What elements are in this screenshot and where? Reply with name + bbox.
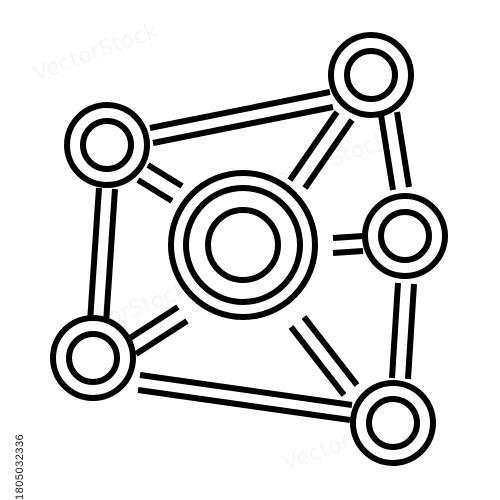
- node-top-left: [64, 102, 150, 188]
- connector-hub-right: [332, 233, 364, 256]
- center-hub-node: [168, 170, 318, 320]
- connector-left: [87, 187, 118, 324]
- node-top-right: [328, 32, 414, 118]
- stock-id-strip: 1805032336: [0, 0, 26, 500]
- node-right: [362, 193, 448, 279]
- connector-topright-right: [378, 111, 412, 191]
- connector-bottom: [137, 372, 353, 423]
- connector-right: [389, 282, 417, 380]
- node-bottom-left: [50, 315, 136, 401]
- connector-hub-bottomleft: [125, 304, 189, 357]
- node-bottom-right: [350, 380, 436, 466]
- stock-id-label: 1805032336: [14, 433, 26, 500]
- connector-top: [149, 89, 334, 146]
- connector-topright-hub: [287, 110, 355, 190]
- connector-topleft-hub: [136, 162, 184, 204]
- connector-hub-bottomright: [288, 315, 360, 397]
